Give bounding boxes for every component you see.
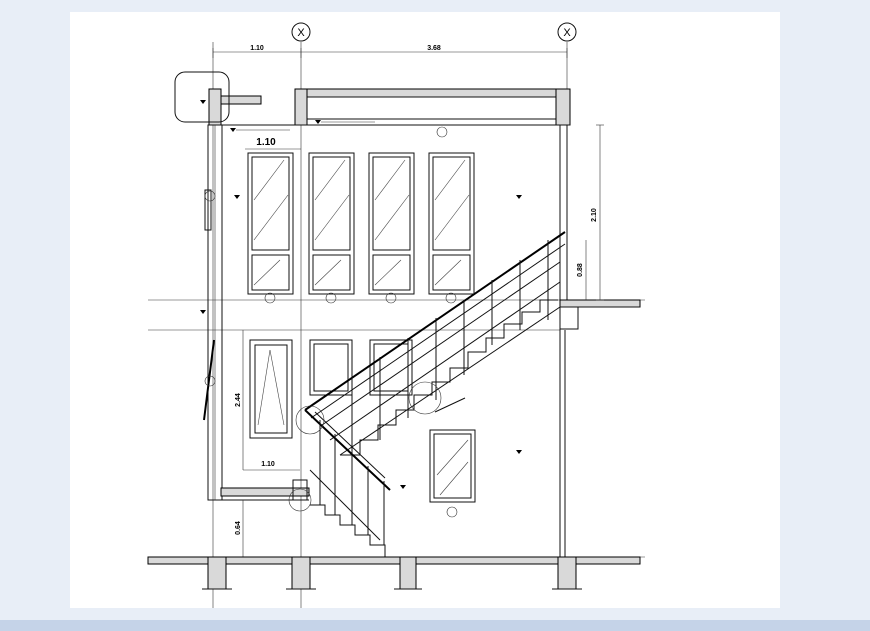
window-tags: [204, 126, 458, 518]
dim-base-height: 0.64: [235, 521, 242, 535]
level-markers: [200, 100, 522, 489]
dim-right-mid: 0.88: [577, 263, 584, 277]
dim-upper-width: 1.10: [256, 137, 276, 148]
upper-dimension: 1.10: [245, 137, 301, 150]
dim-left-height: 2.44: [235, 393, 242, 407]
roof-slab: [174, 71, 571, 126]
left-wall: [203, 124, 223, 501]
bottom-bar: [0, 620, 870, 631]
top-dimension: 1.10 3.68: [212, 45, 568, 58]
drawing-sheet: [70, 12, 780, 608]
stair-upper-flight: [304, 231, 566, 460]
lower-windows: [249, 339, 476, 503]
foundations: [147, 556, 641, 590]
left-dimensions: 2.44 0.64 1.10: [235, 330, 300, 557]
dim-top-left: 1.10: [250, 45, 264, 52]
right-dimensions: 2.10 0.88: [577, 124, 604, 301]
stair-lower-flight: [288, 405, 391, 557]
axis-label-left: X: [297, 27, 305, 39]
first-floor-slab: [220, 479, 310, 501]
axis-label-right: X: [563, 27, 571, 39]
dim-top-right: 3.68: [427, 45, 441, 52]
axis-lines: [148, 42, 645, 608]
dim-lower-width: 1.10: [261, 461, 275, 468]
dim-right-top: 2.10: [591, 208, 598, 222]
axis-bubble-right: X: [557, 22, 577, 42]
upper-windows: [247, 152, 475, 295]
right-wall: [559, 125, 641, 557]
axis-bubble-left: X: [291, 22, 311, 42]
